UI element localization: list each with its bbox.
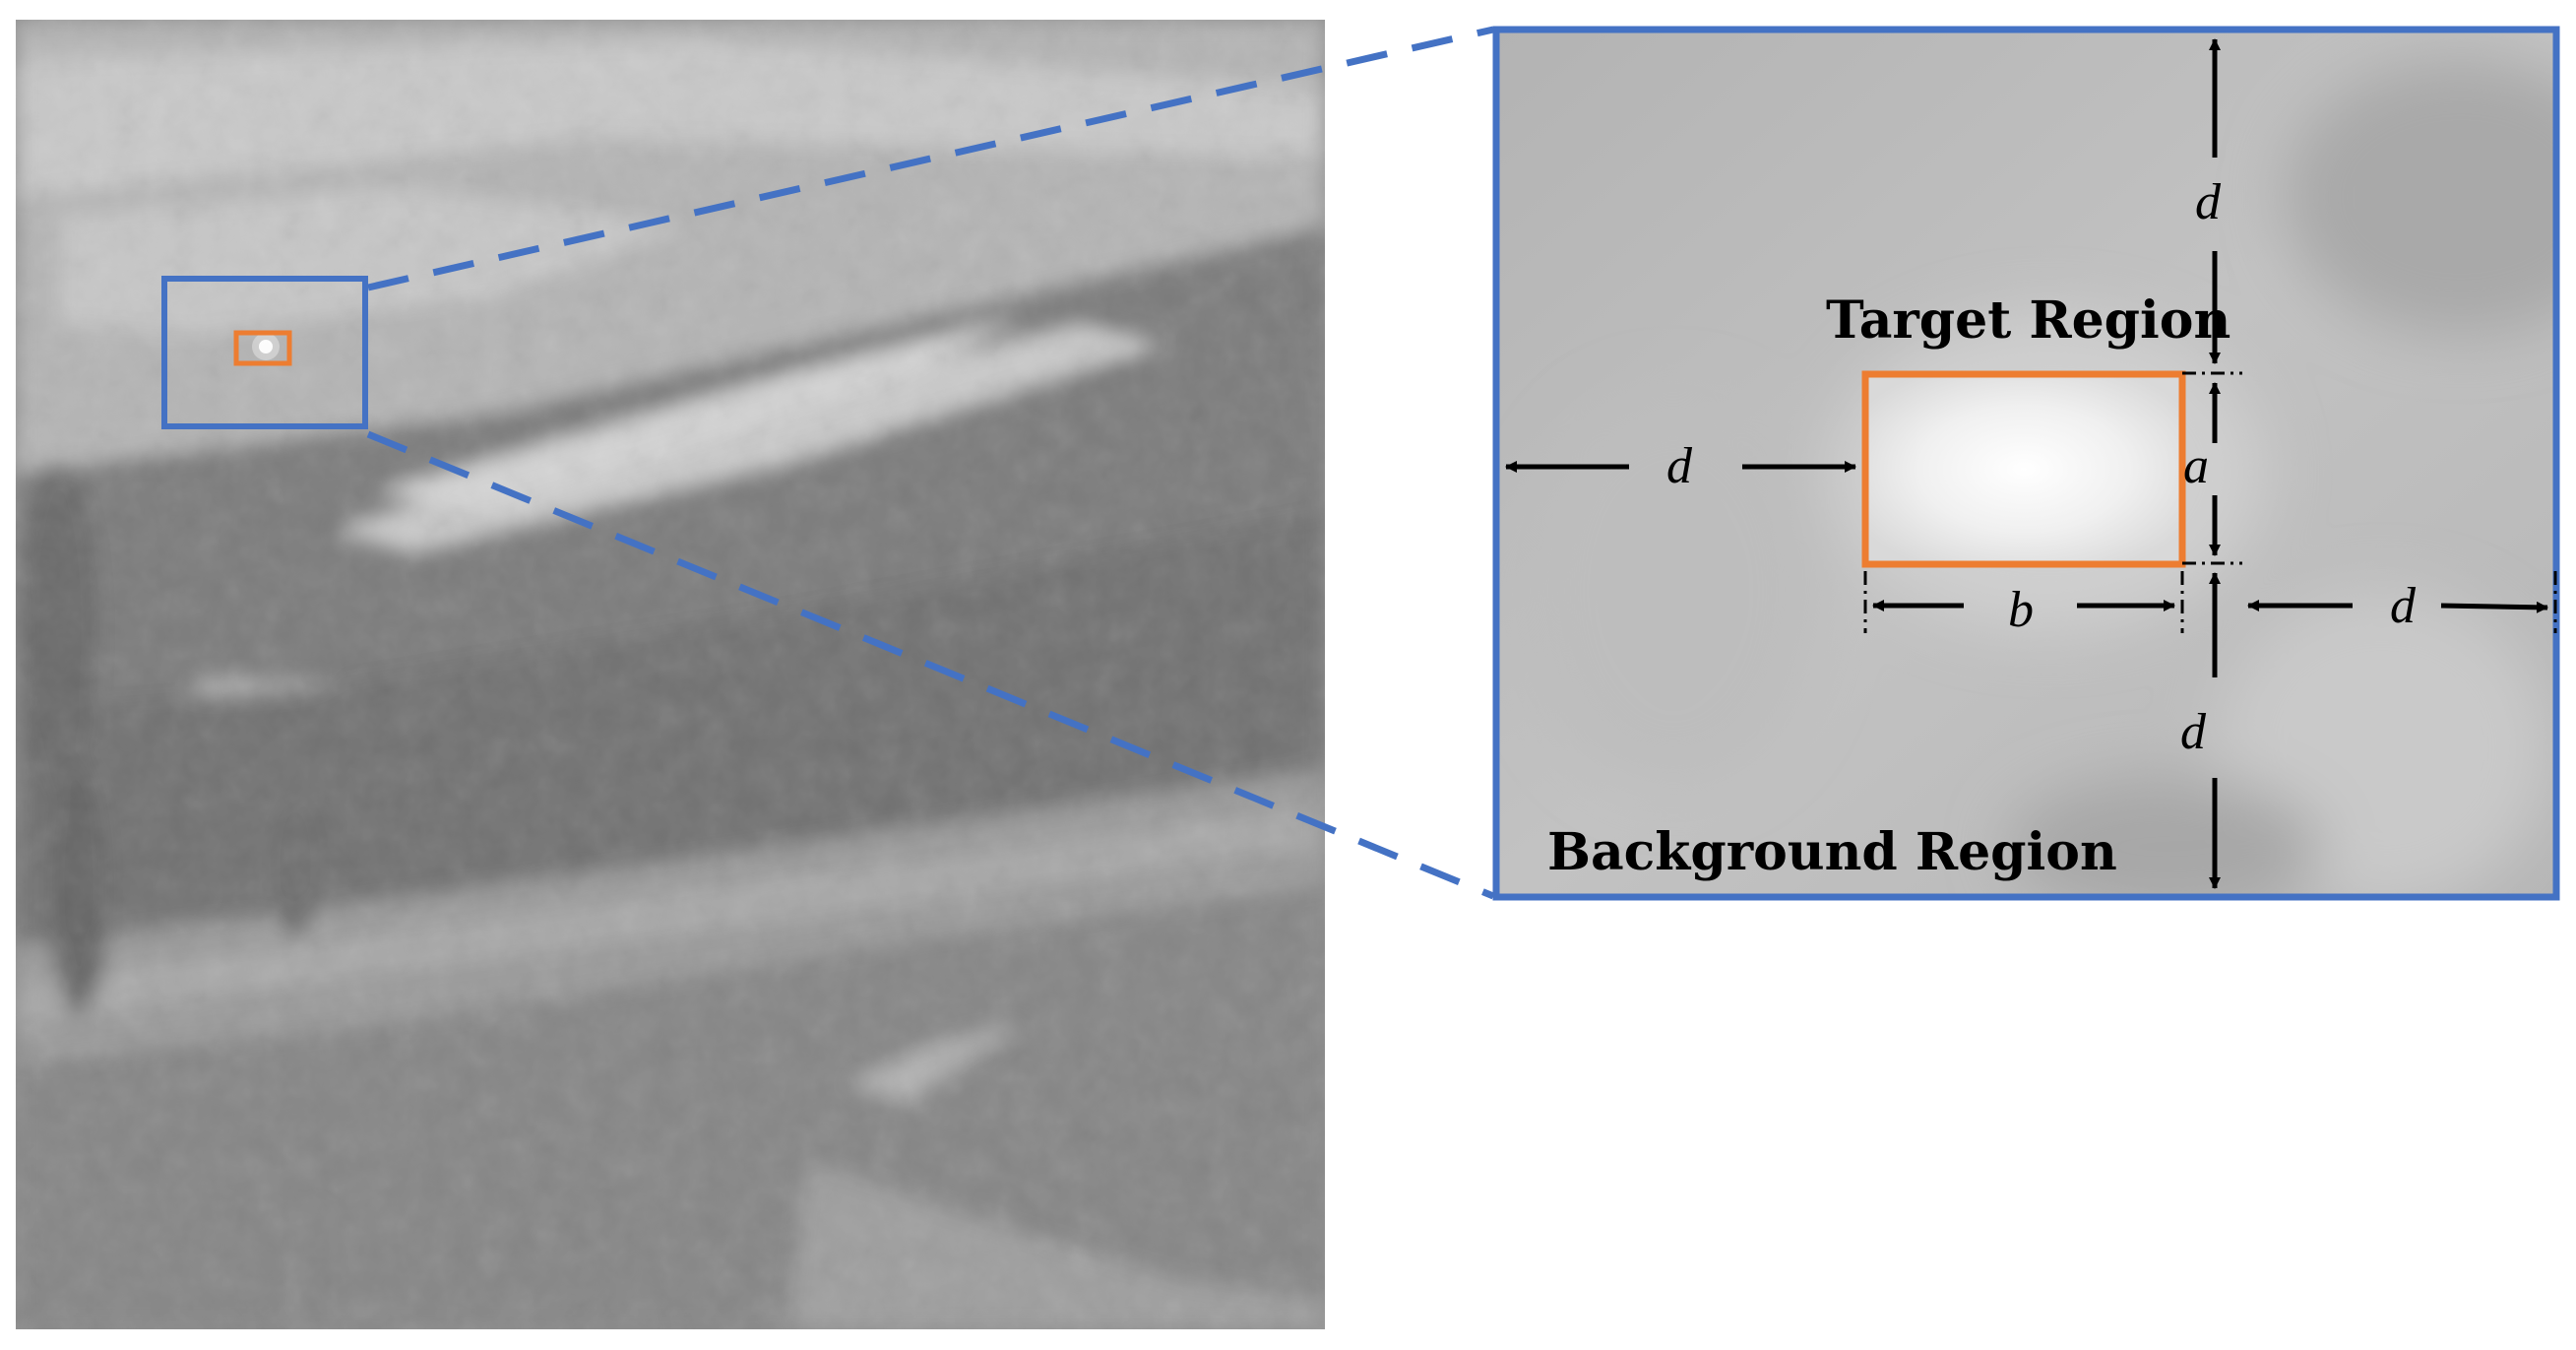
extension-lines <box>1863 371 2557 633</box>
b-label: b <box>2008 582 2034 638</box>
target-region-label: Target Region <box>1826 290 2230 351</box>
d-right-label: d <box>2390 578 2417 634</box>
target-region-box <box>1861 370 2186 568</box>
target-marker-box <box>233 330 292 366</box>
a-label: a <box>2183 438 2209 494</box>
background-region-label: Background Region <box>1547 822 2117 882</box>
zoomed-panel-border <box>1492 26 2560 901</box>
dimension-arrows <box>1505 38 2548 889</box>
d-bottom-label: d <box>2180 704 2207 760</box>
callout-line-bottom <box>366 430 1495 900</box>
infrared-landscape-image <box>16 20 1325 1329</box>
callout-line-top <box>367 26 1494 291</box>
zoom-selection-box <box>161 276 368 429</box>
d-top-label: d <box>2195 174 2222 230</box>
d-right-arrow-right <box>2440 601 2548 613</box>
d-left-label: d <box>1666 438 1693 494</box>
